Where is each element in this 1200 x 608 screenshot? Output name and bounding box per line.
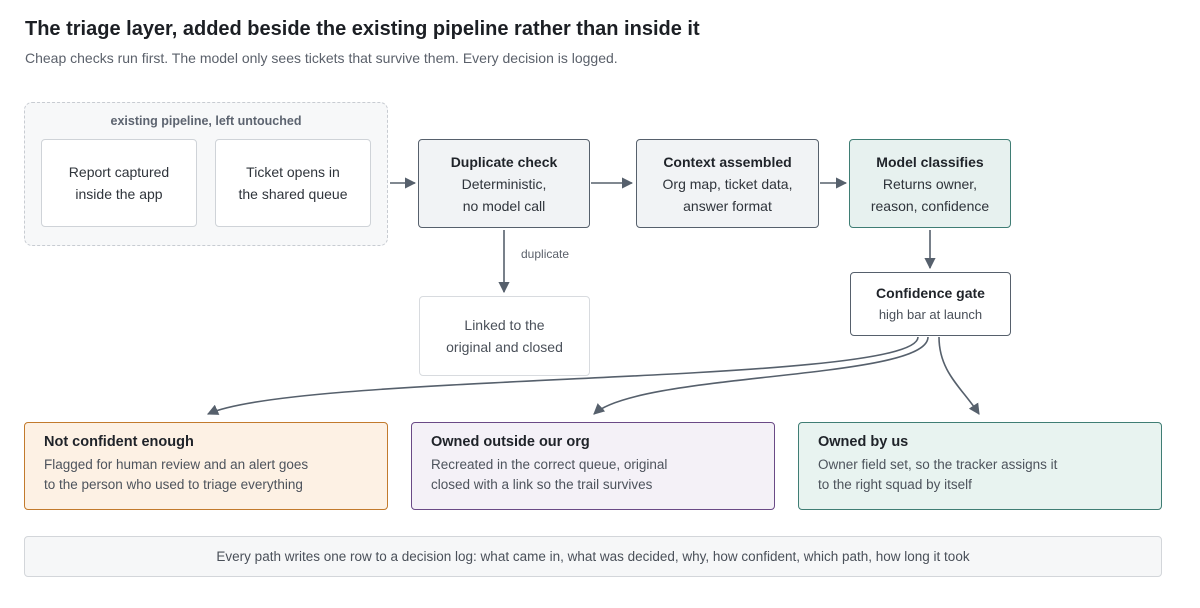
node-model-classifies: Model classifies Returns owner, reason, … [849,139,1011,228]
node-confidence-gate: Confidence gate high bar at launch [850,272,1011,336]
decision-log-footer: Every path writes one row to a decision … [24,536,1162,577]
outcome-owned-by-us-title: Owned by us [818,434,909,450]
node-ticket-opens: Ticket opens in the shared queue [215,139,371,227]
outcome-not-confident-text: Flagged for human review and an alert go… [44,457,309,492]
arrow-gate-to-not-confident [206,336,919,415]
page-title: The triage layer, added beside the exist… [25,18,700,40]
outcome-owned-by-us-text: Owner field set, so the tracker assigns … [818,457,1058,492]
node-duplicate-check-text: Deterministic, no model call [461,175,547,214]
node-linked-closed: Linked to the original and closed [419,296,590,376]
node-ticket-opens-text: Ticket opens in the shared queue [238,164,348,202]
node-duplicate-check-title: Duplicate check [450,153,558,170]
node-confidence-gate-title: Confidence gate [876,285,985,301]
node-context-assembled-title: Context assembled [663,153,792,170]
edge-label-duplicate: duplicate [521,247,570,261]
existing-pipeline-label: existing pipeline, left untouched [110,114,302,128]
node-duplicate-check: Duplicate check Deterministic, no model … [418,139,590,228]
outcome-outside-org-text: Recreated in the correct queue, original… [431,457,668,492]
outcome-not-confident: Not confident enough Flagged for human r… [24,422,388,510]
outcome-not-confident-title: Not confident enough [44,434,194,450]
outcome-outside-org: Owned outside our org Recreated in the c… [411,422,775,510]
node-confidence-gate-text: high bar at launch [878,307,983,322]
node-report-captured: Report captured inside the app [41,139,197,227]
arrow-gate-to-owned-by-us [938,336,980,415]
page-subtitle: Cheap checks run first. The model only s… [25,50,618,66]
node-linked-closed-text: Linked to the original and closed [446,317,563,355]
node-model-classifies-text: Returns owner, reason, confidence [870,175,990,214]
node-model-classifies-title: Model classifies [876,153,984,170]
node-context-assembled-text: Org map, ticket data, answer format [662,175,793,214]
arrow-gate-to-outside-org [593,336,929,415]
outcome-outside-org-title: Owned outside our org [431,434,590,450]
outcome-owned-by-us: Owned by us Owner field set, so the trac… [798,422,1162,510]
node-report-captured-text: Report captured inside the app [68,164,170,202]
node-context-assembled: Context assembled Org map, ticket data, … [636,139,819,228]
